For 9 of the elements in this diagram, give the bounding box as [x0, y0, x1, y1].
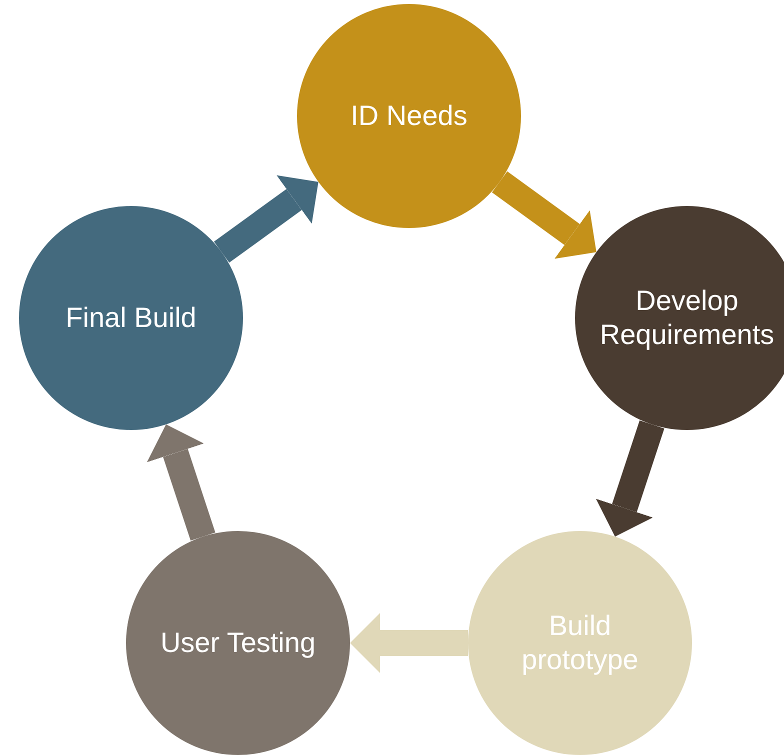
step-label: Final Build — [64, 301, 198, 335]
step-label: User Testing — [159, 626, 317, 660]
step-label: Build prototype — [520, 609, 640, 677]
block-arrow — [146, 424, 216, 541]
block-arrow — [492, 171, 596, 259]
step-label: ID Needs — [350, 99, 468, 133]
block-arrow — [350, 613, 468, 673]
block-arrow — [596, 420, 664, 537]
step-label: Develop Requirements — [599, 284, 775, 352]
